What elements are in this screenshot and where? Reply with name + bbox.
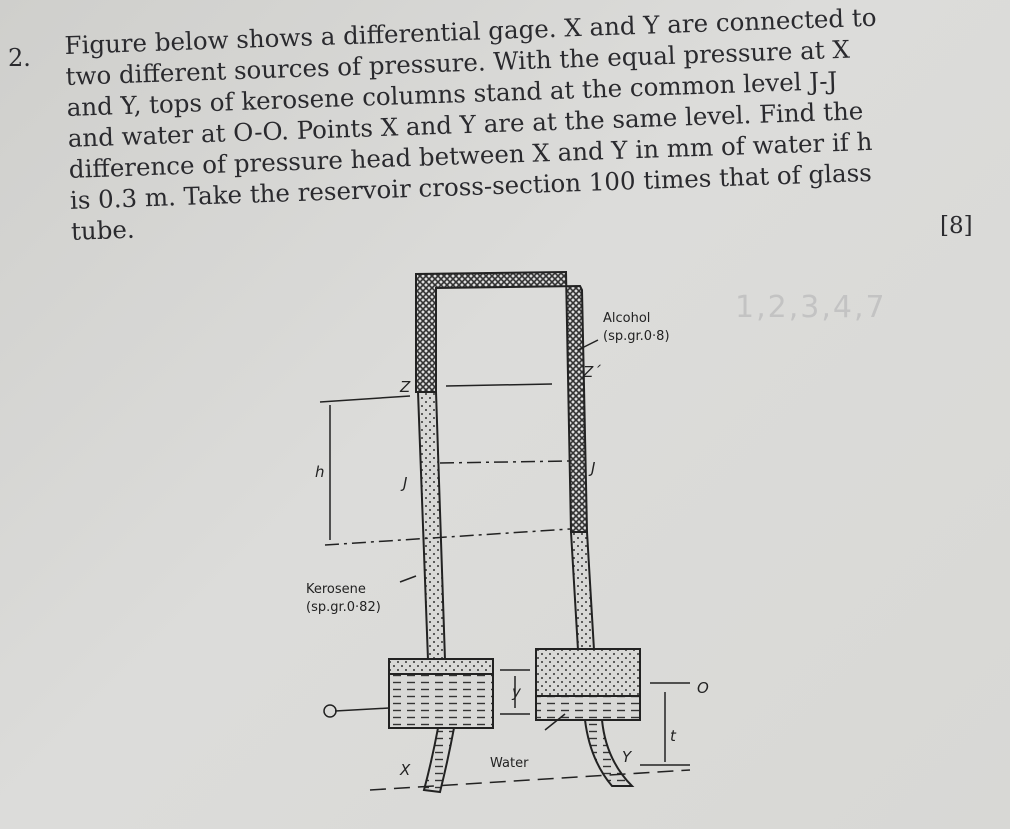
alcohol-sg-label: (sp.gr.0·8) [603, 329, 670, 344]
pipe-y [583, 719, 635, 787]
pipe-x [422, 727, 456, 794]
right-reservoir-kerosene [535, 648, 641, 697]
alcohol-fill [415, 270, 589, 533]
water-label: Water [490, 756, 529, 771]
kerosene-sg-label: (sp.gr.0·82) [306, 600, 381, 615]
y-point-label: Y [622, 748, 633, 766]
alcohol-label: Alcohol [603, 311, 650, 326]
handwritten-note: 1,2,3,4,7 [735, 290, 887, 325]
left-reservoir-kerosene [388, 658, 494, 675]
t-label: t [670, 727, 677, 745]
marks: [8] [940, 213, 973, 239]
left-reservoir-water [388, 673, 494, 729]
h-label: h [315, 463, 325, 481]
alcohol-column [418, 270, 584, 530]
kerosene-right-column [569, 531, 596, 651]
z-left-label: Z [399, 378, 411, 396]
j-right-label: J [588, 459, 595, 477]
kerosene-left-column [416, 391, 447, 661]
j-left-label: J [400, 474, 407, 492]
o-right-label: O [697, 679, 709, 697]
z-right-label: Z´ [582, 363, 601, 381]
x-label: X [399, 761, 411, 779]
kerosene-label: Kerosene [306, 582, 366, 597]
right-reservoir-water [535, 695, 641, 721]
question-number: 2. [8, 44, 31, 72]
y-label: y [511, 683, 522, 701]
